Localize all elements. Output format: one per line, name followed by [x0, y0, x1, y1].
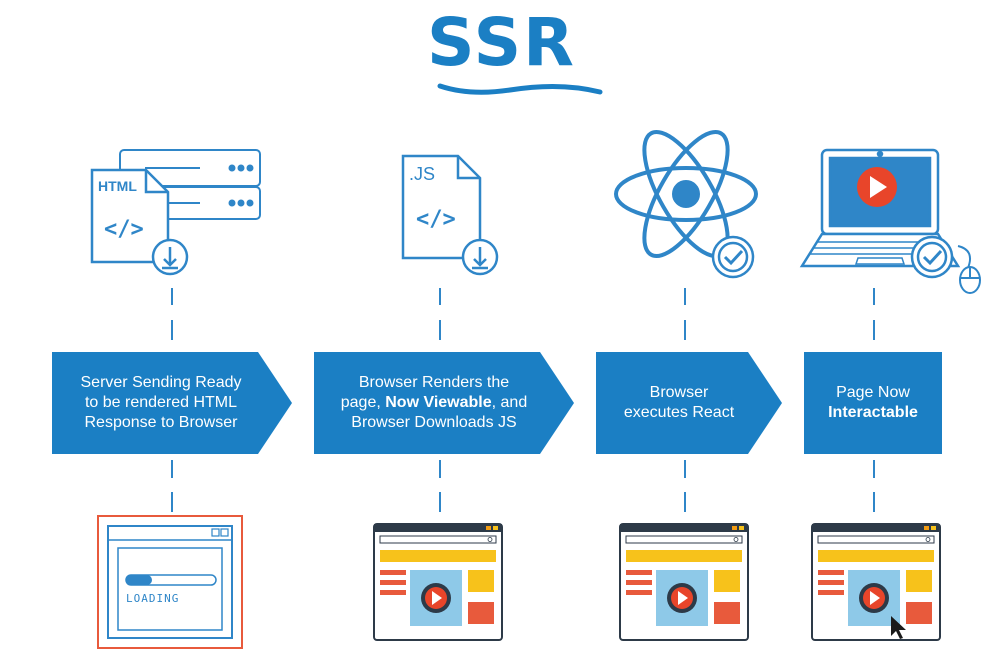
search-icon — [487, 537, 493, 542]
browser-window-3 — [619, 523, 749, 641]
title-bar — [374, 524, 502, 532]
play-icon — [870, 591, 880, 605]
loading-window — [97, 515, 243, 649]
side-block — [468, 602, 494, 624]
js-file-label: .JS — [409, 164, 435, 184]
window-button — [486, 526, 491, 530]
nav-line — [818, 580, 844, 585]
header-block — [626, 550, 742, 562]
play-icon — [432, 591, 442, 605]
side-block — [468, 570, 494, 592]
window-button — [924, 526, 929, 530]
side-block — [906, 570, 932, 592]
page-title: SSR — [427, 4, 576, 81]
nav-line — [626, 580, 652, 585]
nav-line — [626, 570, 652, 575]
cursor-icon — [891, 616, 906, 639]
title-bar — [812, 524, 940, 532]
check-icon — [910, 235, 954, 279]
play-icon — [678, 591, 688, 605]
browser-window-4 — [811, 523, 941, 641]
download-icon — [151, 238, 189, 276]
nav-line — [626, 590, 652, 595]
address-bar — [625, 535, 743, 544]
html-file-code: </> — [104, 217, 144, 242]
title-underline — [437, 83, 603, 95]
search-icon — [733, 537, 739, 542]
header-block — [380, 550, 496, 562]
nav-line — [380, 570, 406, 575]
header-block — [818, 550, 934, 562]
loading-label: LOADING — [126, 592, 179, 605]
download-icon — [461, 238, 499, 276]
window-button — [739, 526, 744, 530]
nav-line — [380, 590, 406, 595]
search-icon — [925, 537, 931, 542]
address-bar — [817, 535, 935, 544]
js-file-code: </> — [416, 207, 456, 232]
js-file-icon — [401, 154, 482, 260]
address-bar — [379, 535, 497, 544]
window-button — [493, 526, 498, 530]
browser-window-2 — [373, 523, 503, 641]
side-block — [906, 602, 932, 624]
step-arrow-3 — [596, 352, 782, 454]
check-icon — [711, 235, 755, 279]
step-arrow-2 — [314, 352, 574, 454]
html-file-icon — [90, 168, 170, 264]
title-bar — [620, 524, 748, 532]
window-button — [931, 526, 936, 530]
nav-line — [380, 580, 406, 585]
connector-lines — [171, 288, 875, 512]
html-file-label: HTML — [98, 178, 137, 194]
mouse-icon — [957, 245, 981, 294]
step-box-4 — [804, 352, 942, 454]
step-arrow-1 — [52, 352, 292, 454]
window-button — [732, 526, 737, 530]
nav-line — [818, 590, 844, 595]
side-block — [714, 602, 740, 624]
play-icon — [857, 167, 897, 207]
side-block — [714, 570, 740, 592]
nav-line — [818, 570, 844, 575]
